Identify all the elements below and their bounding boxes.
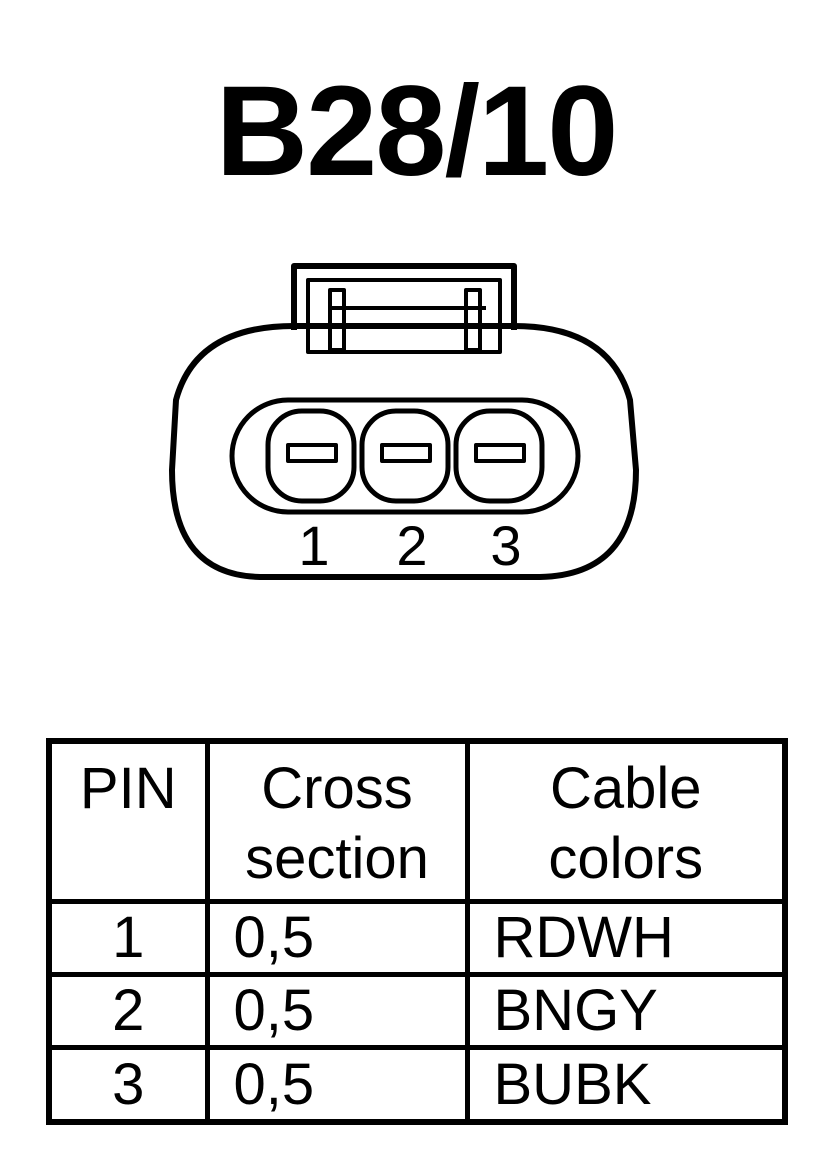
pin-1 <box>265 408 357 504</box>
cell-cable-color: BNGY <box>464 971 788 1051</box>
component-title: B28/10 <box>215 60 619 203</box>
pin-label-1: 1 <box>298 514 329 577</box>
cell-pin: 2 <box>46 971 210 1051</box>
connector-diagram: 1 2 3 <box>169 263 639 580</box>
cell-pin: 1 <box>46 898 210 978</box>
cell-pin: 3 <box>46 1045 210 1125</box>
table-row: 2 0,5 BNGY <box>46 971 788 1051</box>
table-row: 1 0,5 RDWH <box>46 898 788 978</box>
latch-inner <box>306 278 502 354</box>
housing-outline <box>169 323 639 580</box>
header-cross-section-line-2: section <box>245 826 429 891</box>
pin-3 <box>453 408 545 504</box>
pin-cavity <box>229 397 581 515</box>
pin-table: PIN Cross section Cable colors 1 0,5 RDW… <box>46 738 788 1125</box>
latch-slot-right <box>464 288 482 352</box>
latch-outline <box>291 263 517 330</box>
header-cross-section: Cross section <box>204 738 470 904</box>
cell-cable-color: RDWH <box>464 898 788 978</box>
header-pin: PIN <box>46 738 210 904</box>
header-pin-label: PIN <box>79 756 177 821</box>
header-cable-colors-line-2: colors <box>548 826 704 891</box>
table-header-row: PIN Cross section Cable colors <box>46 738 788 904</box>
cell-cross-section: 0,5 <box>204 1045 470 1125</box>
header-cable-colors-line-1: Cable <box>549 756 702 821</box>
latch-slot-left <box>328 288 346 352</box>
header-cross-section-line-1: Cross <box>261 756 413 821</box>
header-cable-colors: Cable colors <box>464 738 788 904</box>
pin-label-3: 3 <box>490 514 521 577</box>
cell-cross-section: 0,5 <box>204 898 470 978</box>
table-row: 3 0,5 BUBK <box>46 1045 788 1125</box>
pin-label-2: 2 <box>396 514 427 577</box>
pin-2 <box>359 408 451 504</box>
cell-cable-color: BUBK <box>464 1045 788 1125</box>
cell-cross-section: 0,5 <box>204 971 470 1051</box>
